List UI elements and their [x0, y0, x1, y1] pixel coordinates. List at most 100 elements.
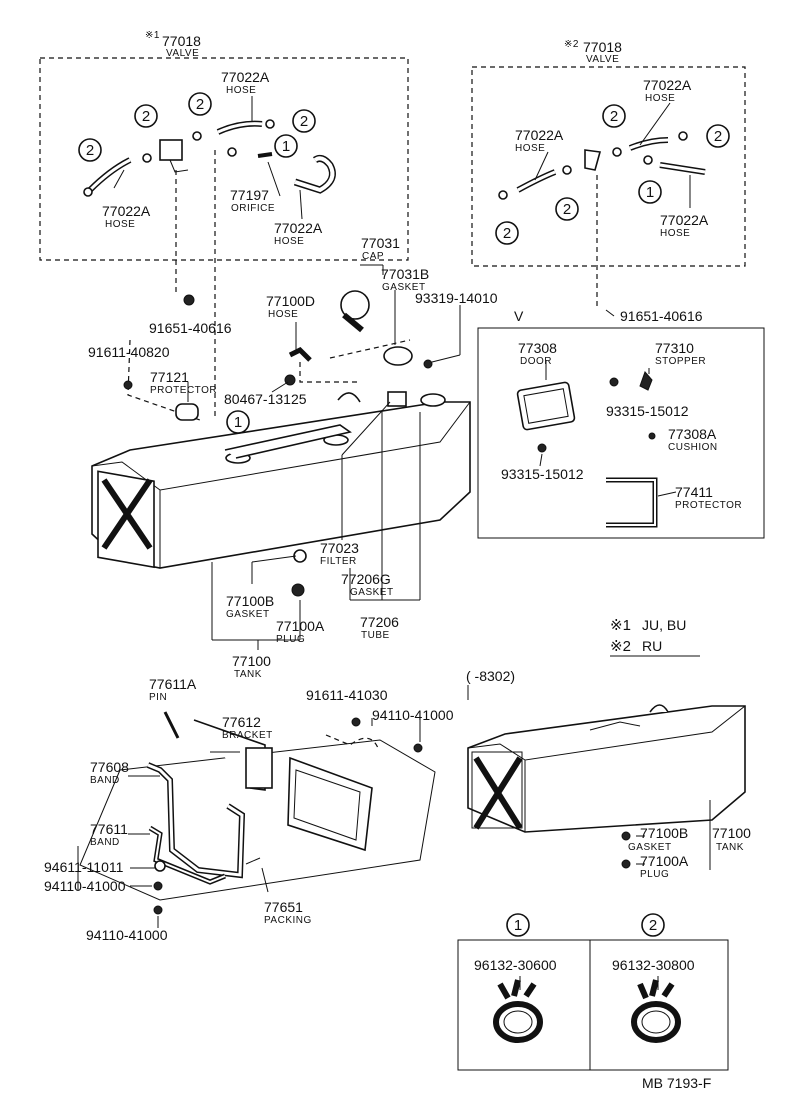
svg-text:1: 1 [646, 184, 654, 201]
label-l31: 80467-13125 [224, 391, 307, 407]
callout-2: 2 [78, 138, 102, 162]
label-l20: CAP [362, 251, 384, 262]
label-l44: FILTER [320, 556, 357, 567]
label-l22: GASKET [382, 282, 426, 293]
label-l10: ORIFICE [231, 203, 275, 214]
label-l41: 77411 [675, 484, 713, 500]
label-l67: 77611 [90, 821, 128, 837]
label-l36: STOPPER [655, 356, 706, 367]
label-l53: 77100 [232, 653, 271, 669]
label-l72: 77651 [264, 899, 303, 915]
callout-1: 1 [274, 134, 298, 158]
label-l43: 77023 [320, 540, 359, 556]
label-l58: RU [642, 638, 662, 654]
label-l02: VALVE [166, 48, 199, 59]
label-l35: 77310 [655, 340, 694, 356]
callout-2: 2 [706, 124, 730, 148]
label-l42: PROTECTOR [675, 500, 742, 511]
label-l63: 91611-41030 [306, 687, 388, 703]
label-l21: 77031B [381, 266, 429, 282]
label-l62: BRACKET [222, 730, 273, 741]
label-l03: 77018 [583, 39, 622, 55]
label-l01: 77018 [162, 33, 201, 49]
valve-1-parts [83, 119, 336, 197]
callout-2: 2 [292, 109, 316, 133]
label-l28: 91611-40820 [88, 344, 170, 360]
label-l49: 77100B [226, 593, 274, 609]
label-l66: BAND [90, 775, 120, 786]
svg-text:2: 2 [86, 142, 94, 159]
labels: ※1 77018 VALVE ※2 77018 VALVE 77022A HOS… [44, 30, 751, 1091]
label-l40: 93315-15012 [501, 466, 584, 482]
label-l15: 77022A [515, 127, 564, 143]
label-l08: HOSE [105, 219, 135, 230]
detail-v-box [477, 327, 765, 539]
label-l54: TANK [234, 669, 262, 680]
svg-text:2: 2 [714, 128, 722, 145]
label-l69: 94611-11011 [44, 859, 124, 875]
svg-text:2: 2 [300, 113, 308, 130]
fuel-tank [91, 392, 471, 569]
label-l68: BAND [90, 837, 120, 848]
label-l70: 94110-41000 [44, 878, 126, 894]
callout-1: 1 [226, 410, 250, 434]
label-l16: HOSE [515, 143, 545, 154]
label-l38: 77308A [668, 426, 717, 442]
label-l03m: ※2 [564, 39, 579, 50]
label-l82: 96132-30800 [612, 957, 695, 973]
bracket-assembly [77, 711, 436, 928]
label-l30: PROTECTOR [150, 385, 217, 396]
leaders-middle [187, 264, 615, 650]
label-l11: 77022A [274, 220, 323, 236]
label-l59: 77611A [149, 676, 197, 692]
label-l12: HOSE [274, 236, 304, 247]
label-l57: ※2 [610, 638, 631, 655]
label-l51: 77100A [276, 618, 325, 634]
label-l13: 77022A [643, 77, 692, 93]
svg-text:1: 1 [514, 917, 522, 934]
label-l34: DOOR [520, 356, 552, 367]
tank-fittings [123, 290, 446, 597]
label-l01m: ※1 [145, 30, 160, 41]
leaders-upper [113, 96, 691, 421]
label-l65: 77608 [90, 759, 129, 775]
label-l33: 77308 [518, 340, 557, 356]
label-l83: MB 7193-F [642, 1075, 711, 1091]
label-l14: HOSE [645, 93, 675, 104]
label-l17: 77022A [660, 212, 709, 228]
label-l29: 77121 [150, 369, 189, 385]
callout-1: 1 [638, 180, 662, 204]
svg-text:2: 2 [610, 108, 618, 125]
valve-2-parts [498, 131, 706, 200]
label-l25: HOSE [268, 309, 298, 320]
clamp-2-icon [631, 976, 681, 1043]
label-l37: 93315-15012 [606, 403, 689, 419]
label-l07: 77022A [102, 203, 151, 219]
svg-text:2: 2 [503, 225, 511, 242]
label-l04: VALVE [586, 54, 619, 65]
label-l24: 77100D [266, 293, 315, 309]
label-l27: 91651-40616 [620, 308, 703, 324]
label-l09: 77197 [230, 187, 269, 203]
label-l23: 93319-14010 [415, 290, 498, 306]
valve-group-2-box [471, 66, 746, 267]
callout-2: 2 [602, 104, 626, 128]
label-l74: ( -8302) [466, 668, 515, 684]
label-l52: PLUG [276, 634, 305, 645]
label-l18: HOSE [660, 228, 690, 239]
label-l05: 77022A [221, 69, 270, 85]
svg-text:2: 2 [563, 201, 571, 218]
label-l64: 94110-41000 [372, 707, 454, 723]
svg-text:2: 2 [142, 108, 150, 125]
label-l80: TANK [716, 842, 744, 853]
label-l46: GASKET [350, 587, 394, 598]
label-l32: V [514, 308, 524, 324]
callout-2: 2 [134, 104, 158, 128]
callout-2: 2 [555, 197, 579, 221]
detail-v-parts [516, 360, 677, 528]
label-l79: 77100 [712, 825, 751, 841]
svg-text:1: 1 [234, 414, 242, 431]
clamp-detail-box [457, 939, 729, 1071]
svg-text:1: 1 [282, 138, 290, 155]
